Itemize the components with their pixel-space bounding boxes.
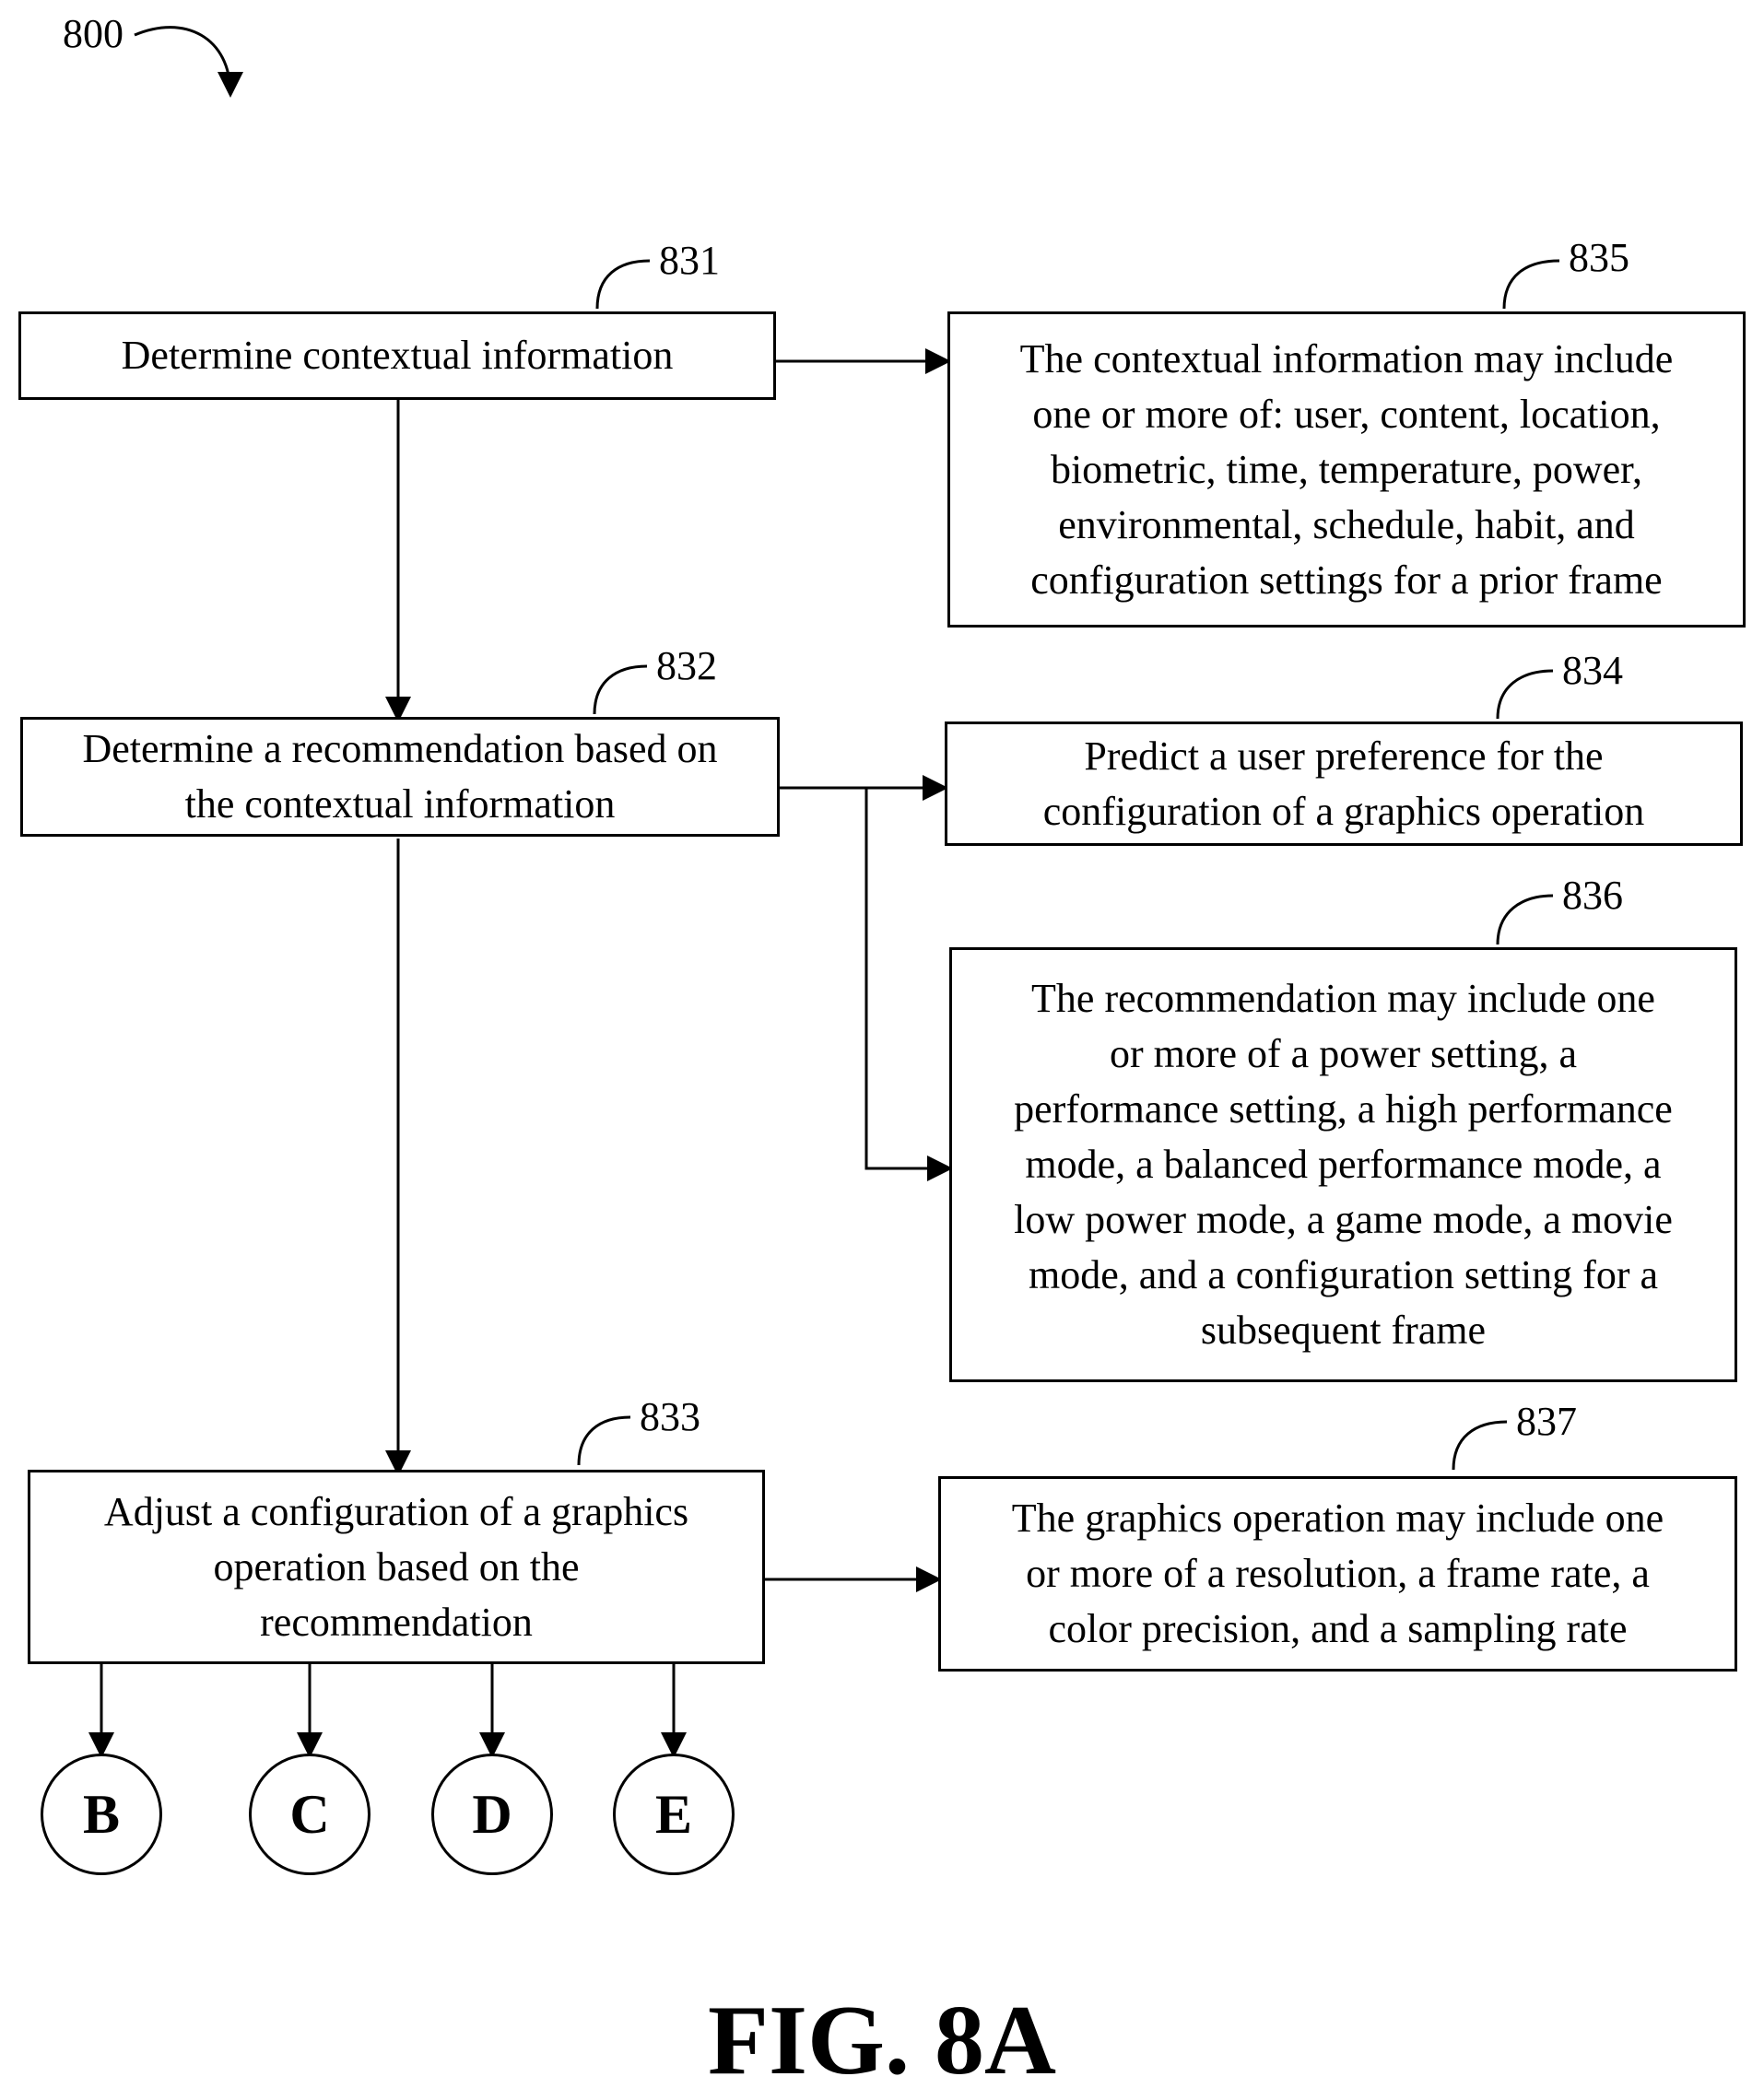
box-834-line-1: Predict a user preference for the [1043,729,1644,784]
ref-833-leader [579,1417,630,1465]
ref-832: 832 [656,643,717,689]
box-836-recommendation-detail: The recommendation may include one or mo… [949,947,1737,1382]
ref-836: 836 [1562,873,1623,919]
box-831-text: Determine contextual information [122,328,674,383]
connector-b: B [41,1754,162,1875]
box-834-predict-preference: Predict a user preference for the config… [945,722,1743,846]
box-837-line-3: color precision, and a sampling rate [1012,1601,1664,1657]
box-837-line-2: or more of a resolution, a frame rate, a [1012,1546,1664,1601]
ref-831-leader [597,261,650,309]
box-837-graphics-operation-detail: The graphics operation may include one o… [938,1476,1737,1672]
arrow-832-to-836 [866,788,949,1168]
box-836-line-1: The recommendation may include one [1014,971,1673,1027]
box-836-line-2: or more of a power setting, a [1014,1027,1673,1082]
box-835-line-3: biometric, time, temperature, power, [1020,442,1674,498]
box-833-line-2: operation based on the [104,1540,688,1595]
ref-836-leader [1498,896,1553,944]
ref-800-arrow [135,28,230,94]
box-835-line-1: The contextual information may include [1020,332,1674,387]
box-832-determine-recommendation: Determine a recommendation based on the … [20,717,780,837]
box-832-line-1: Determine a recommendation based on [82,722,717,777]
ref-800: 800 [63,11,123,57]
box-832-line-2: the contextual information [82,777,717,832]
box-834-line-2: configuration of a graphics operation [1043,784,1644,839]
ref-832-leader [594,666,647,714]
box-837-line-1: The graphics operation may include one [1012,1491,1664,1546]
figure-label: FIG. 8A [0,1986,1764,2096]
box-833-adjust-configuration: Adjust a configuration of a graphics ope… [28,1470,765,1664]
ref-837-leader [1453,1422,1507,1470]
box-836-line-4: mode, a balanced performance mode, a [1014,1137,1673,1192]
ref-831: 831 [659,238,720,284]
ref-835: 835 [1569,235,1629,281]
box-836-line-6: mode, and a configuration setting for a [1014,1248,1673,1303]
box-836-line-7: subsequent frame [1014,1303,1673,1358]
connector-e: E [613,1754,735,1875]
ref-837: 837 [1516,1399,1577,1445]
ref-834: 834 [1562,648,1623,694]
ref-833: 833 [640,1394,700,1440]
box-833-line-1: Adjust a configuration of a graphics [104,1484,688,1540]
box-833-line-3: recommendation [104,1595,688,1650]
ref-835-leader [1504,261,1559,309]
box-836-line-5: low power mode, a game mode, a movie [1014,1192,1673,1248]
ref-834-leader [1498,671,1553,719]
box-835-line-2: one or more of: user, content, location, [1020,387,1674,442]
connector-c: C [249,1754,370,1875]
connector-d: D [431,1754,553,1875]
box-836-line-3: performance setting, a high performance [1014,1082,1673,1137]
box-835-contextual-info-detail: The contextual information may include o… [947,311,1746,628]
box-835-line-4: environmental, schedule, habit, and [1020,498,1674,553]
box-831-determine-context: Determine contextual information [18,311,776,400]
box-835-line-5: configuration settings for a prior frame [1020,553,1674,608]
